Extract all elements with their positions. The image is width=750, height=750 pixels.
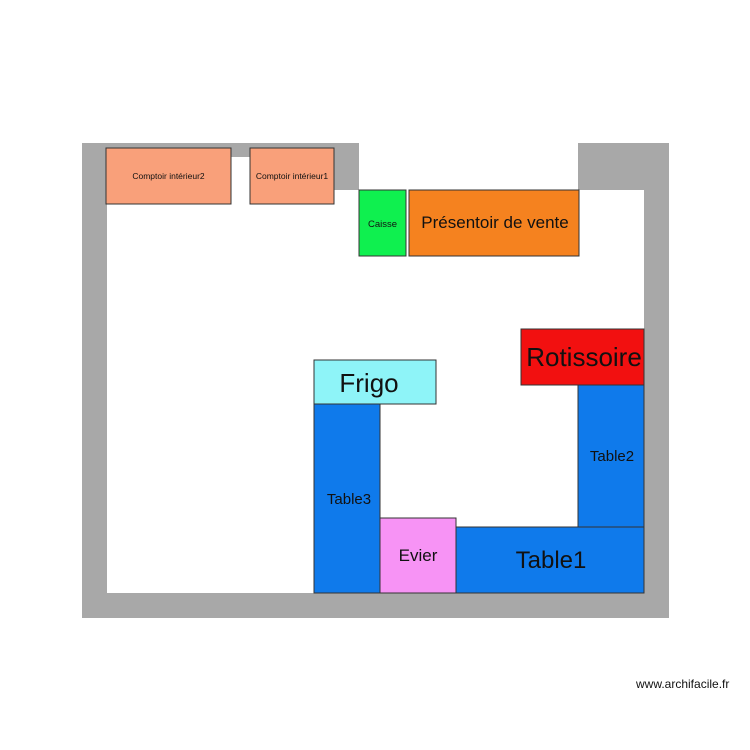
wall-top-right	[578, 143, 669, 190]
table2-label: Table2	[590, 448, 634, 465]
frigo[interactable]: Frigo	[313, 359, 437, 405]
rotissoire[interactable]: Rotissoire	[520, 328, 645, 386]
rotissoire-label: Rotissoire	[526, 342, 642, 372]
frigo-label: Frigo	[339, 368, 398, 398]
wall-top-stub	[332, 143, 359, 190]
caisse[interactable]: Caisse	[358, 189, 407, 257]
table1[interactable]: Table1	[455, 526, 645, 594]
presentoir-de-vente-label: Présentoir de vente	[421, 213, 568, 232]
watermark: www.archifacile.fr	[636, 677, 730, 691]
comptoir-interieur2-label: Comptoir intérieur2	[132, 171, 205, 181]
wall-bottom	[82, 593, 669, 618]
evier-label: Evier	[399, 546, 438, 565]
table3-label: Table3	[327, 491, 371, 508]
table1-label: Table1	[516, 547, 587, 574]
evier[interactable]: Evier	[379, 517, 457, 594]
caisse-label: Caisse	[368, 219, 397, 230]
presentoir-de-vente[interactable]: Présentoir de vente	[408, 189, 580, 257]
comptoir-interieur2[interactable]: Comptoir intérieur2	[105, 147, 232, 205]
comptoir-interieur1[interactable]: Comptoir intérieur1	[249, 147, 335, 205]
table2[interactable]: Table2	[577, 384, 645, 528]
table3[interactable]: Table3	[313, 403, 381, 594]
wall-right	[644, 143, 669, 618]
comptoir-interieur1-label: Comptoir intérieur1	[256, 171, 329, 181]
wall-left	[82, 143, 107, 618]
